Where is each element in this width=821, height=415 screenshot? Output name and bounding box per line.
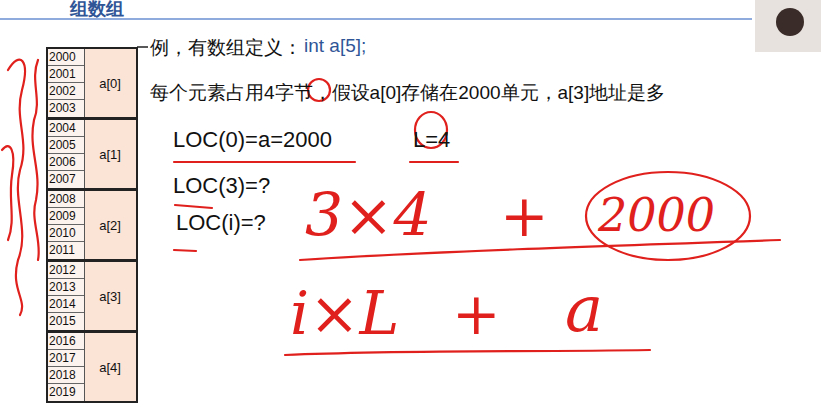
address-cell: 2018 bbox=[48, 367, 84, 384]
element-label: a[0] bbox=[99, 76, 121, 91]
address-cell: 2005 bbox=[48, 137, 84, 154]
handwritten-text: 3×4 bbox=[305, 180, 432, 250]
address-column: 2000200120022003 bbox=[48, 49, 85, 117]
address-cell: 2001 bbox=[48, 66, 84, 83]
element-name: a[4] bbox=[84, 333, 136, 401]
address-cell: 2013 bbox=[48, 279, 84, 296]
address-column: 2012201320142015 bbox=[48, 262, 85, 330]
address-column: 2004200520062007 bbox=[48, 120, 85, 188]
address-cell: 2000 bbox=[48, 49, 84, 66]
address-cell: 2002 bbox=[48, 83, 84, 100]
address-cell: 2012 bbox=[48, 262, 84, 279]
element-name: a[3] bbox=[84, 262, 136, 330]
formula-text: LOC(i)=? bbox=[176, 210, 266, 236]
address-cell: 2016 bbox=[48, 333, 84, 350]
pointer-line bbox=[137, 46, 148, 48]
address-column: 2008200920102011 bbox=[48, 191, 85, 259]
element-label: a[4] bbox=[99, 360, 121, 375]
array-element-box: 2004200520062007 a[1] bbox=[46, 118, 138, 190]
handwritten-text: i×L bbox=[290, 278, 399, 348]
array-element-box: 2000200120022003 a[0] bbox=[46, 47, 138, 119]
element-label: a[2] bbox=[99, 218, 121, 233]
handwritten-text: a bbox=[565, 272, 603, 346]
address-column: 2016201720182019 bbox=[48, 333, 85, 401]
description-text: 每个元素占用4字节，假设a[0]存储在2000单元，a[3]地址是多 bbox=[150, 80, 665, 106]
address-cell: 2004 bbox=[48, 120, 84, 137]
address-cell: 2019 bbox=[48, 384, 84, 401]
element-label: a[3] bbox=[99, 289, 121, 304]
webcam-frame bbox=[755, 0, 821, 52]
address-cell: 2011 bbox=[48, 242, 84, 259]
address-cell: 2006 bbox=[48, 154, 84, 171]
array-element-box: 2012201320142015 a[3] bbox=[46, 260, 138, 332]
address-cell: 2007 bbox=[48, 171, 84, 188]
element-label: a[1] bbox=[99, 147, 121, 162]
formula-text: L=4 bbox=[413, 127, 450, 153]
handwritten-text: + bbox=[500, 182, 549, 250]
slide-title: 组数组 bbox=[70, 0, 124, 21]
element-name: a[1] bbox=[84, 120, 136, 188]
address-cell: 2015 bbox=[48, 313, 84, 330]
handwritten-text: + bbox=[452, 280, 501, 348]
example-text: 例，有数组定义： bbox=[150, 35, 302, 61]
address-cell: 2014 bbox=[48, 296, 84, 313]
handwritten-text: 2000 bbox=[598, 188, 715, 242]
address-cell: 2009 bbox=[48, 208, 84, 225]
element-name: a[2] bbox=[84, 191, 136, 259]
array-element-box: 2016201720182019 a[4] bbox=[46, 331, 138, 403]
address-cell: 2010 bbox=[48, 225, 84, 242]
webcam-person bbox=[776, 8, 804, 36]
address-cell: 2017 bbox=[48, 350, 84, 367]
formula-text: LOC(3)=? bbox=[173, 173, 270, 199]
address-cell: 2008 bbox=[48, 191, 84, 208]
array-element-box: 2008200920102011 a[2] bbox=[46, 189, 138, 261]
element-name: a[0] bbox=[84, 49, 136, 117]
formula-text: LOC(0)=a=2000 bbox=[173, 127, 332, 153]
address-cell: 2003 bbox=[48, 100, 84, 117]
code-text: int a[5]; bbox=[304, 35, 366, 57]
